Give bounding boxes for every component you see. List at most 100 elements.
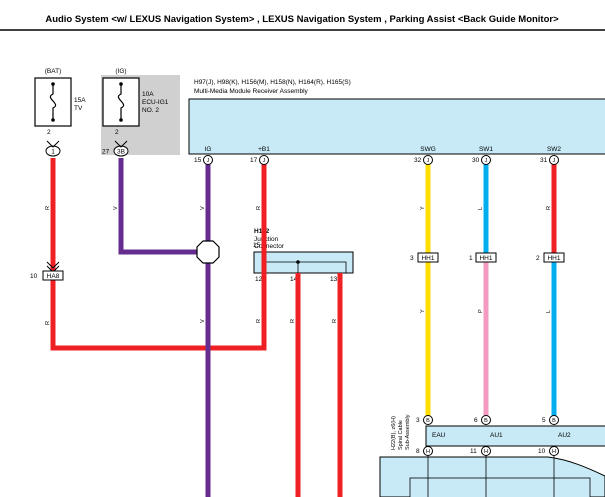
- code-yellow-1: Y: [420, 206, 426, 210]
- svg-text:EAU: EAU: [432, 432, 446, 439]
- svg-text:8: 8: [416, 448, 420, 455]
- code-red-12: R: [256, 319, 262, 323]
- code-purple-3: V: [200, 319, 206, 323]
- fuse2-supply: (IG): [115, 68, 126, 75]
- code-purple-1: V: [113, 206, 119, 210]
- junction-internal-bus: [264, 261, 347, 273]
- inline-connector-ha8: HA8 10: [30, 261, 64, 281]
- code-purple-2: V: [200, 206, 206, 210]
- svg-text:AU2: AU2: [558, 432, 571, 439]
- svg-text:+B1: +B1: [258, 146, 270, 153]
- svg-text:B: B: [552, 418, 556, 424]
- svg-text:17: 17: [250, 157, 258, 164]
- svg-text:HA8: HA8: [47, 273, 60, 280]
- inline-connector-hh1-sw1: HH1 1: [469, 252, 497, 263]
- svg-text:31: 31: [540, 157, 548, 164]
- svg-text:J: J: [207, 158, 210, 164]
- fuse2-element: [117, 84, 125, 120]
- svg-text:IG: IG: [205, 146, 212, 153]
- spiral-code: H22(B), z6(H): [391, 416, 397, 450]
- wire-red-bat: [50, 158, 267, 351]
- svg-text:H: H: [426, 449, 430, 455]
- splice-point: [196, 240, 220, 264]
- fuse2-pin-side: 27: [102, 149, 110, 156]
- svg-text:11: 11: [470, 448, 477, 455]
- fuse2-pin-marker: [113, 145, 129, 157]
- fuse2-rating: 10A: [142, 91, 154, 98]
- svg-text:J: J: [263, 158, 266, 164]
- svg-text:SW2: SW2: [547, 146, 561, 153]
- junction-name-line2: Connector: [254, 243, 285, 250]
- junction-pin-out-3: 13: [330, 276, 338, 283]
- receiver-terminal-sw1: SW1 30 J: [472, 146, 493, 165]
- receiver-codes: H97(J), H98(K), H156(M), H158(N), H164(R…: [194, 79, 351, 86]
- receiver-terminal-ig: IG 15 J: [194, 146, 213, 165]
- svg-text:J: J: [427, 158, 430, 164]
- receiver-terminal-swg: SWG 32 J: [414, 146, 436, 165]
- code-blue-1: L: [478, 207, 484, 210]
- svg-text:10: 10: [538, 448, 546, 455]
- svg-text:1: 1: [469, 255, 473, 262]
- svg-text:HH1: HH1: [547, 255, 560, 262]
- wire-purple-ig: [118, 158, 208, 255]
- spiral-name-line1: Spiral Cable: [398, 420, 404, 450]
- svg-text:B: B: [426, 418, 430, 424]
- svg-text:5: 5: [542, 417, 546, 424]
- spiral-terminal-eau: B 3 EAU H 8: [416, 415, 446, 456]
- code-red-b1: R: [256, 206, 262, 210]
- code-yellow-2: Y: [420, 309, 426, 313]
- svg-text:30: 30: [472, 157, 480, 164]
- fuse1-pin-marker: [45, 145, 61, 157]
- svg-text:B: B: [484, 418, 488, 424]
- svg-text:3: 3: [410, 255, 414, 262]
- svg-text:J: J: [485, 158, 488, 164]
- code-red-left-2: R: [45, 321, 51, 325]
- code-blue-sw2: L: [546, 310, 552, 313]
- fuse1-element: [49, 84, 57, 120]
- junction-box: [253, 251, 354, 274]
- fuse2-name-line1: ECU-IG1: [142, 99, 169, 106]
- svg-text:15: 15: [194, 157, 202, 164]
- spiral-terminal-au2: B 5 AU2 H 10: [538, 415, 571, 456]
- fuse2-name-line2: NO. 2: [142, 107, 159, 114]
- fuse1-supply: (BAT): [45, 68, 62, 75]
- fuse1-rating: 15A: [74, 97, 86, 104]
- svg-text:HH1: HH1: [421, 255, 434, 262]
- receiver-terminal-b1: +B1 17 J: [250, 146, 270, 165]
- code-red-left-1: R: [45, 206, 51, 210]
- fuse2-connector: 3B: [117, 149, 125, 156]
- junction-pin-out-1: 12: [255, 276, 263, 283]
- svg-text:H: H: [484, 449, 488, 455]
- diagram-title: Audio System <w/ LEXUS Navigation System…: [45, 14, 559, 25]
- code-pink-1: P: [478, 309, 484, 313]
- fuse1-pin-bottom: 1: [51, 149, 55, 156]
- svg-text:2: 2: [536, 255, 540, 262]
- receiver-terminal-sw2: SW2 31 J: [540, 146, 561, 165]
- receiver-name: Multi-Media Module Receiver Assembly: [194, 88, 309, 95]
- inline-connector-hh1-sw2: HH1 2: [536, 252, 565, 263]
- spiral-box: [425, 425, 605, 447]
- code-red-sw2: R: [546, 206, 552, 210]
- svg-text:H: H: [552, 449, 556, 455]
- svg-text:3: 3: [416, 417, 420, 424]
- receiver-box: [188, 98, 605, 155]
- fuse1-name: TV: [74, 105, 83, 112]
- fuse2-pin-top: 2: [115, 129, 119, 136]
- spiral-terminal-au1: B 6 AU1 H 11: [470, 415, 503, 456]
- svg-text:6: 6: [474, 417, 478, 424]
- svg-text:HH1: HH1: [479, 255, 492, 262]
- code-red-13: R: [332, 319, 338, 323]
- svg-text:AU1: AU1: [490, 432, 503, 439]
- inline-connector-hh1-swg: HH1 3: [410, 252, 439, 263]
- junction-pin-out-2: 14: [290, 276, 298, 283]
- svg-text:J: J: [553, 158, 556, 164]
- spiral-name-line2: Sub-Assembly: [405, 414, 411, 450]
- svg-text:32: 32: [414, 157, 422, 164]
- svg-text:SW1: SW1: [479, 146, 493, 153]
- svg-text:SWG: SWG: [420, 146, 436, 153]
- svg-text:10: 10: [30, 273, 38, 280]
- fuse1-pin-top: 2: [47, 129, 51, 136]
- junction-pin-in: 15: [253, 242, 261, 249]
- lower-module-inner: [409, 477, 591, 497]
